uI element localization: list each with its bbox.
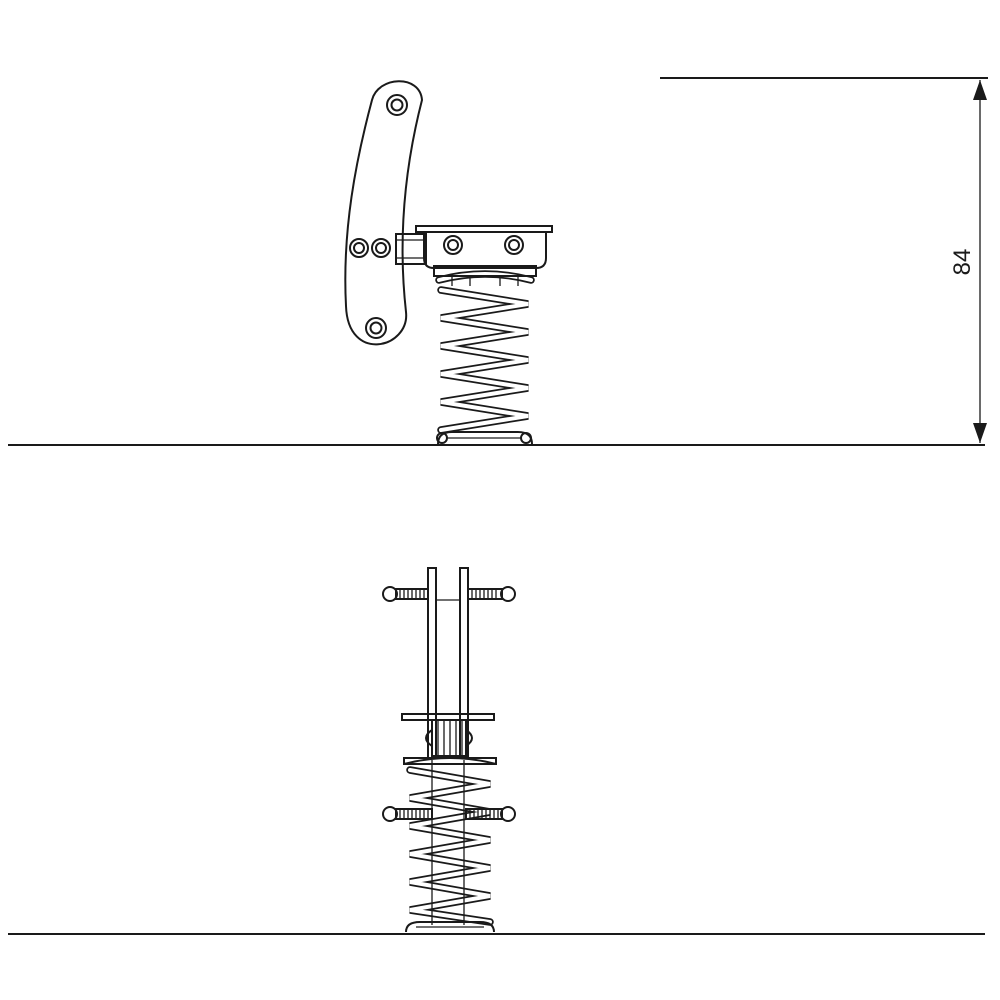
dimension-label: 84 [949, 249, 976, 276]
front-view-spring [403, 757, 497, 926]
bolt-icon [365, 317, 387, 339]
side-view: 84 [8, 77, 988, 446]
arrow-down-icon [973, 423, 987, 443]
front-view [8, 567, 985, 935]
height-dimension: 84 [660, 77, 988, 443]
side-view-backrest [344, 80, 424, 346]
bolt-icon [504, 235, 524, 255]
side-view-seat-plate [415, 225, 553, 233]
front-view-post [427, 567, 469, 925]
footrest-right [465, 806, 516, 822]
side-view-spring-top-fitting [433, 265, 537, 286]
front-view-clamp [425, 719, 473, 757]
footrest-left [382, 806, 433, 822]
side-view-spring [435, 270, 535, 434]
handle-grip-right [467, 586, 516, 602]
bolt-icon [371, 238, 391, 258]
front-view-footrest [382, 806, 516, 822]
bolt-icon [349, 238, 369, 258]
front-view-spring-base [405, 921, 495, 933]
front-view-upper-handle [382, 586, 516, 602]
bolt-icon [386, 94, 408, 116]
side-view-spring-base [436, 431, 533, 445]
side-view-seat-bracket [395, 225, 553, 269]
arrow-up-icon [973, 80, 987, 100]
handle-grip-left [382, 586, 429, 602]
bolt-icon [443, 235, 463, 255]
